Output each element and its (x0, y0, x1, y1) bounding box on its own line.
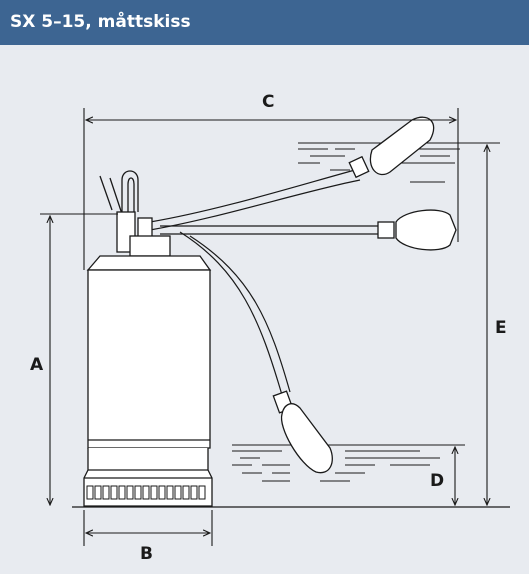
strainer-slots (86, 485, 206, 500)
middle-float-switch (377, 209, 457, 251)
pump-dimension-drawing: A B C D E (30, 92, 510, 564)
diagram-title: SX 5–15, måttskiss (0, 0, 529, 45)
pump-body (83, 211, 213, 507)
lifting-handle (99, 170, 139, 215)
top-float-switch (348, 116, 435, 179)
dimension-label-b: B (140, 544, 153, 564)
dimension-label-c: C (262, 92, 274, 112)
dimension-lines (40, 108, 500, 546)
dimension-label-e: E (495, 318, 507, 338)
lower-water-level (232, 444, 460, 482)
float-cables (149, 169, 380, 396)
dimension-label-a: A (30, 355, 44, 375)
dimension-label-d: D (430, 471, 444, 491)
bottom-float-switch (272, 390, 333, 474)
